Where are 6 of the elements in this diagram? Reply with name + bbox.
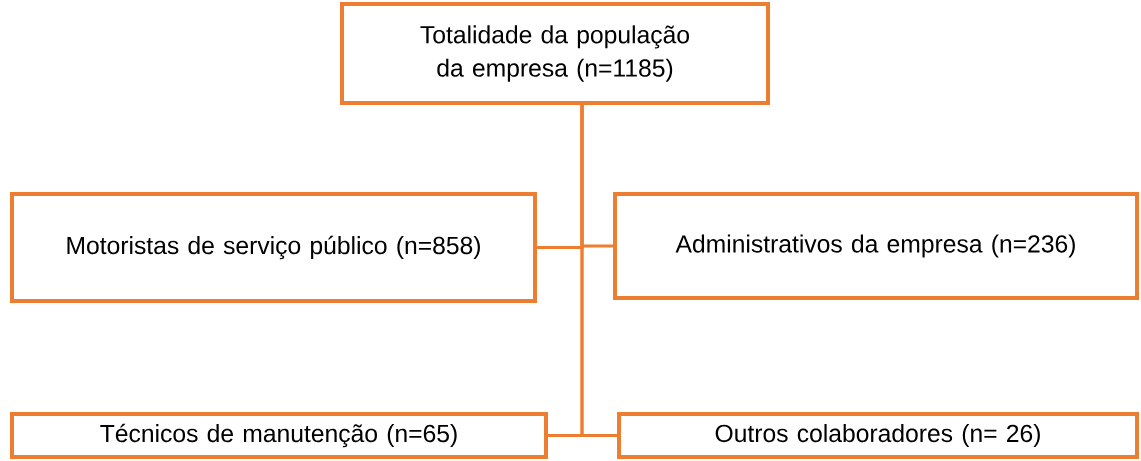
box: Administrativos da empresa (n=236) <box>613 192 1139 300</box>
box: Técnicos de manutenção (n=65) <box>10 412 548 459</box>
connector <box>580 105 617 437</box>
box: Outros colaboradores (n= 26) <box>617 412 1139 459</box>
box: Motoristas de serviço público (n=858) <box>10 192 537 303</box>
box: Totalidade da população da empresa (n=1185) <box>340 2 770 105</box>
